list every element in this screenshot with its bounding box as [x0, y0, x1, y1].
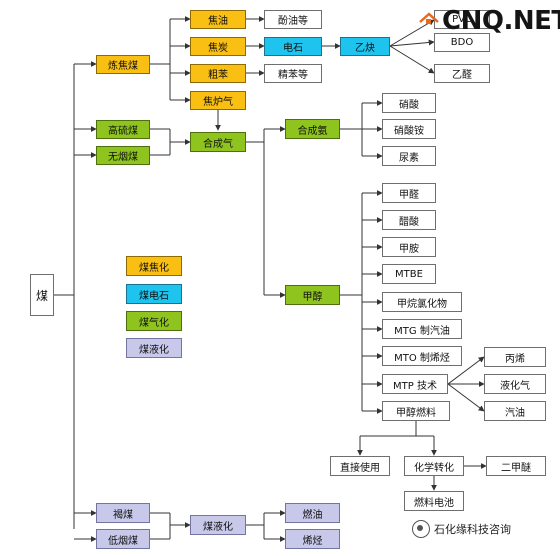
legend-gasification: 煤气化 [126, 311, 182, 331]
node-methylamine: 甲胺 [382, 237, 436, 257]
node-mto: MTO 制烯烃 [382, 346, 462, 366]
node-propylene: 丙烯 [484, 347, 546, 367]
node-mtp: MTP 技术 [382, 374, 448, 394]
node-direct-use: 直接使用 [330, 456, 390, 476]
legend-coking: 煤焦化 [126, 256, 182, 276]
node-gasoline: 汽油 [484, 401, 546, 421]
node-tar: 焦油 [190, 10, 246, 29]
watermark-text: CNQ.NET [442, 6, 560, 36]
node-phenol-oil: 酚油等 [264, 10, 322, 29]
legend-liquefaction: 煤液化 [126, 338, 182, 358]
house-icon [418, 12, 440, 30]
node-olefins: 烯烃 [285, 529, 340, 549]
wechat-icon [412, 520, 430, 538]
node-coal: 煤 [30, 274, 54, 316]
watermark-logo: CNQ.NET [418, 6, 560, 36]
node-fuel-oil: 燃油 [285, 503, 340, 523]
node-coke-oven-gas: 焦炉气 [190, 91, 246, 110]
node-calcium-carbide: 电石 [264, 37, 322, 56]
node-low-smoke-coal: 低烟煤 [96, 529, 150, 549]
node-lpg: 液化气 [484, 374, 546, 394]
node-methanol-fuel: 甲醇燃料 [382, 401, 450, 421]
node-acetylene: 乙炔 [340, 37, 390, 56]
source-footer: 石化缘科技咨询 [412, 520, 511, 538]
node-acetic-acid: 醋酸 [382, 210, 436, 230]
node-formaldehyde: 甲醛 [382, 183, 436, 203]
node-syngas: 合成气 [190, 132, 246, 152]
node-anthracite: 无烟煤 [96, 146, 150, 165]
legend-carbide: 煤电石 [126, 284, 182, 304]
node-synthetic-ammonia: 合成氨 [285, 119, 340, 139]
node-fuel-cell: 燃料电池 [404, 491, 464, 511]
node-mtbe: MTBE [382, 264, 436, 284]
node-nitric-acid: 硝酸 [382, 93, 436, 113]
node-crude-benzene: 粗苯 [190, 64, 246, 83]
node-acetaldehyde: 乙醛 [434, 64, 490, 83]
node-bdo: BDO [434, 33, 490, 52]
node-coal-liquefaction: 煤液化 [190, 515, 246, 535]
node-high-sulfur-coal: 高硫煤 [96, 120, 150, 139]
node-mtg: MTG 制汽油 [382, 319, 462, 339]
node-chemical-conversion: 化学转化 [404, 456, 464, 476]
source-label: 石化缘科技咨询 [434, 523, 511, 536]
node-methanol: 甲醇 [285, 285, 340, 305]
node-lignite: 褐煤 [96, 503, 150, 523]
node-ammonium-nitrate: 硝酸铵 [382, 119, 436, 139]
node-urea: 尿素 [382, 146, 436, 166]
node-dme: 二甲醚 [486, 456, 546, 476]
node-chloromethane: 甲烷氯化物 [382, 292, 462, 312]
node-coking-coal: 炼焦煤 [96, 55, 150, 74]
node-coke: 焦炭 [190, 37, 246, 56]
node-refined-benzene: 精苯等 [264, 64, 322, 83]
